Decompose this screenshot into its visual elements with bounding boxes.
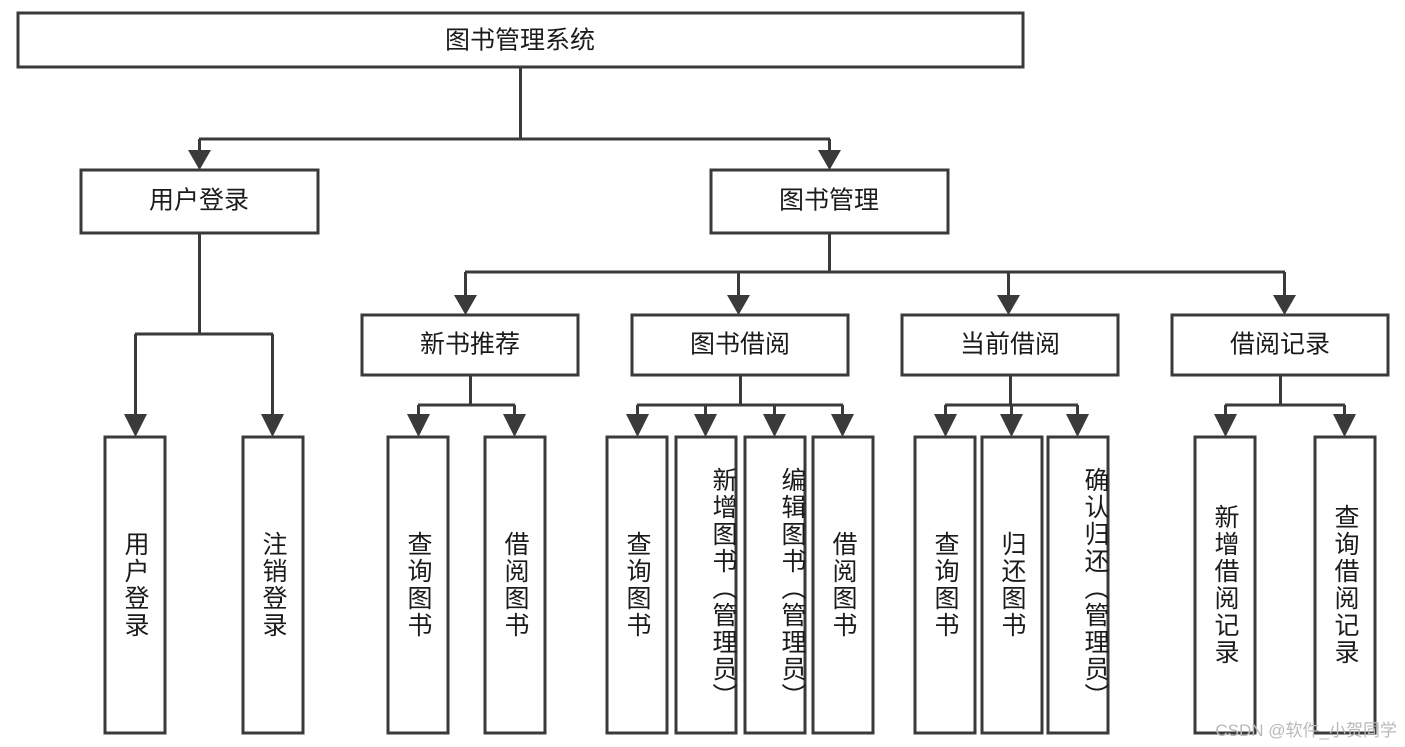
connector-group-user-login <box>124 233 284 437</box>
node-box-leaf-logout[interactable] <box>241 435 305 735</box>
node-box-leaf-cb-query-book[interactable] <box>913 435 977 735</box>
arrowhead-nbr-query-book <box>407 414 430 437</box>
node-label-borrow-record: 借阅记录 <box>1230 331 1330 359</box>
arrowhead-bb-borrow-book <box>831 414 854 437</box>
arrowhead-br-add-record <box>1214 414 1237 437</box>
arrowhead-new-book-rec <box>454 295 477 315</box>
node-box-user-login[interactable] <box>79 168 320 235</box>
node-box-book-management[interactable] <box>709 168 950 235</box>
connector-group-borrow-record <box>1214 375 1356 437</box>
node-box-leaf-nbr-borrow-book[interactable] <box>483 435 547 735</box>
node-box-leaf-nbr-query-book[interactable] <box>386 435 450 735</box>
node-box-leaf-br-add-record[interactable] <box>1193 435 1257 735</box>
node-book-management[interactable]: 图书管理 <box>709 168 950 235</box>
node-borrow-record[interactable]: 借阅记录 <box>1170 313 1390 377</box>
node-book-borrow[interactable]: 图书借阅 <box>630 313 850 377</box>
arrowhead-leaf-logout <box>261 414 284 437</box>
node-label-book-management: 图书管理 <box>779 187 879 215</box>
connector-group-book-borrow <box>626 375 854 437</box>
csdn-watermark: CSDN @软件_小贺同学 <box>1215 721 1397 740</box>
node-box-leaf-bb-query-book[interactable] <box>605 435 669 735</box>
connector-group-book-mgmt <box>454 233 1296 315</box>
arrowhead-cb-return-book <box>1000 414 1023 437</box>
node-box-leaf-br-query-record[interactable] <box>1313 435 1377 735</box>
arrowhead-book-borrow <box>727 295 750 315</box>
node-box-book-borrow[interactable] <box>630 313 850 377</box>
node-box-new-book-recommend[interactable] <box>360 313 580 377</box>
node-label-user-login: 用户登录 <box>149 187 249 215</box>
connector-group-new-book-rec <box>407 375 526 437</box>
arrowhead-cb-confirm-return <box>1066 414 1089 437</box>
node-new-book-recommend[interactable]: 新书推荐 <box>360 313 580 377</box>
node-box-root[interactable] <box>16 11 1025 69</box>
node-box-current-borrow[interactable] <box>900 313 1120 377</box>
node-box-leaf-user-login[interactable] <box>103 435 167 735</box>
node-box-leaf-bb-edit-book[interactable] <box>743 435 807 735</box>
node-label-book-borrow: 图书借阅 <box>690 331 790 359</box>
node-label-current-borrow: 当前借阅 <box>960 331 1060 359</box>
node-label-new-book-recommend: 新书推荐 <box>420 331 520 359</box>
node-user-login[interactable]: 用户登录 <box>79 168 320 235</box>
arrowhead-bb-query-book <box>626 414 649 437</box>
node-label-root: 图书管理系统 <box>445 27 595 55</box>
connector-group-current-borrow <box>934 375 1089 437</box>
arrowhead-br-query-record <box>1333 414 1356 437</box>
arrowhead-nbr-borrow-book <box>503 414 526 437</box>
arrowhead-bb-add-book <box>694 414 717 437</box>
node-box-leaf-bb-add-book[interactable] <box>674 435 738 735</box>
arrowhead-user-login <box>188 150 211 170</box>
arrowhead-leaf-user-login <box>124 414 147 437</box>
arrowhead-cb-query-book <box>934 414 957 437</box>
node-root[interactable]: 图书管理系统 <box>16 11 1025 69</box>
node-box-borrow-record[interactable] <box>1170 313 1390 377</box>
node-box-leaf-bb-borrow-book[interactable] <box>811 435 875 735</box>
connector-group-root <box>188 67 841 170</box>
arrowhead-borrow-record <box>1273 295 1296 315</box>
arrowhead-bb-edit-book <box>763 414 786 437</box>
arrowhead-book-mgmt <box>818 150 841 170</box>
node-box-leaf-cb-return-book[interactable] <box>980 435 1044 735</box>
node-current-borrow[interactable]: 当前借阅 <box>900 313 1120 377</box>
arrowhead-current-borrow <box>997 295 1020 315</box>
node-box-leaf-cb-confirm-return[interactable] <box>1046 435 1110 735</box>
